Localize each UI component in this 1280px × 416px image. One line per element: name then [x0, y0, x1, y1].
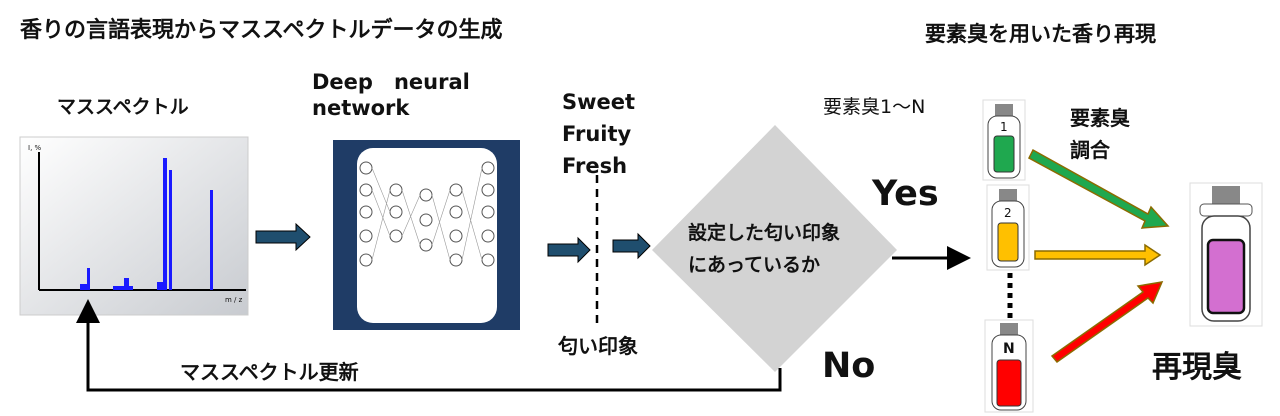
spectrum-label: マススペクトル — [57, 96, 189, 118]
reproduced-odor-vial — [1189, 182, 1263, 327]
vial-1-label: 1 — [1000, 120, 1008, 134]
descriptor-fruity: Fruity — [562, 122, 632, 146]
feedback-arrow — [86, 318, 782, 392]
result-label: 再現臭 — [1152, 350, 1242, 385]
title-right: 要素臭を用いた香り再現 — [925, 22, 1156, 46]
element-odors-label: 要素臭1〜N — [823, 96, 926, 118]
title-left: 香りの言語表現からマススペクトルデータの生成 — [20, 18, 503, 43]
vial-n-label: N — [1003, 341, 1015, 357]
decision-diamond — [652, 125, 897, 372]
vial-1 — [982, 99, 1026, 181]
flow-arrow — [255, 222, 651, 264]
feedback-label: マススペクトル更新 — [180, 360, 359, 384]
mass-spectrum-image — [19, 136, 249, 340]
vial-2-label: 2 — [1004, 206, 1012, 220]
blend-label-2: 調合 — [1070, 138, 1110, 162]
impression-label: 匂い印象 — [558, 334, 638, 358]
descriptor-sweet: Sweet — [562, 90, 636, 114]
spectrum-y-axis: I, % — [28, 144, 42, 152]
decision-text-1: 設定した匂い印象 — [688, 222, 841, 244]
spectrum-x-axis: m / z — [225, 296, 243, 304]
no-label: No — [822, 346, 876, 386]
nn-label-1: Deep neural — [312, 70, 470, 94]
descriptor-fresh: Fresh — [562, 154, 628, 178]
nn-label-2: network — [312, 96, 410, 120]
blend-label-1: 要素臭 — [1070, 106, 1130, 130]
vial-n — [984, 319, 1034, 413]
neural-network-image — [333, 140, 520, 330]
yes-label: Yes — [872, 174, 939, 214]
mix-arrows — [1028, 148, 1170, 364]
vial-2 — [986, 184, 1030, 271]
decision-text-2: にあっているか — [688, 254, 821, 276]
